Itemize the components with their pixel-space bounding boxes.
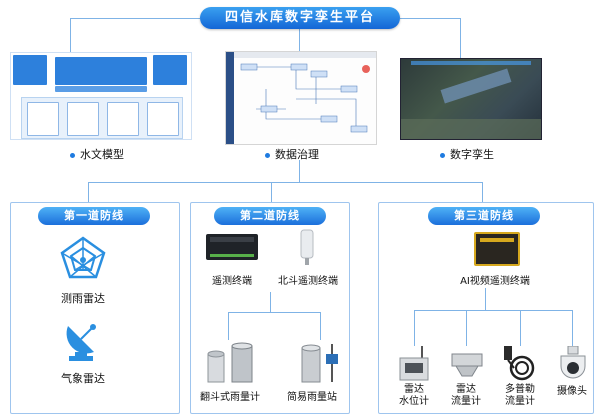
bullet-dot [70, 152, 75, 158]
digital-twin-image [400, 58, 542, 140]
telemetry-terminal-label: 遥测终端 [212, 276, 252, 287]
platform-title: 四信水库数字孪生平台 [200, 7, 400, 29]
weather-radar-label: 气象雷达 [61, 372, 105, 385]
data-governance-caption: 数据治理 [265, 146, 319, 162]
hydrology-model-caption: 水文模型 [70, 146, 124, 162]
camera-image [558, 345, 588, 386]
weather-radar-icon [62, 320, 104, 368]
beidou-terminal-label: 北斗遥测终端 [278, 276, 338, 287]
beidou-terminal-image [295, 228, 319, 270]
telemetry-terminal-image [206, 234, 258, 260]
rain-radar-icon [58, 235, 108, 285]
bullet-dot [440, 152, 445, 158]
ai-video-terminal-image [474, 232, 520, 266]
hydrology-model-image [10, 52, 192, 140]
digital-twin-caption: 数字孪生 [440, 146, 494, 162]
radar-flow-meter-label: 雷达 流量计 [451, 384, 481, 407]
first-defense-panel [10, 202, 180, 414]
radar-water-level-label: 雷达 水位计 [399, 384, 429, 407]
bullet-dot [265, 152, 270, 158]
camera-label: 摄像头 [557, 386, 587, 397]
radar-water-level-image [396, 346, 432, 386]
tipping-bucket-gauge-label: 翻斗式雨量计 [200, 392, 260, 403]
data-governance-image [225, 51, 377, 145]
radar-flow-meter-image [450, 348, 484, 384]
ai-video-terminal-label: AI视频遥测终端 [460, 276, 530, 287]
second-defense-title: 第二道防线 [214, 207, 326, 225]
rain-radar-label: 测雨雷达 [61, 292, 105, 305]
tipping-bucket-gauge-image [204, 342, 256, 388]
first-defense-title: 第一道防线 [38, 207, 150, 225]
third-defense-title: 第三道防线 [428, 207, 540, 225]
simple-rain-station-image [296, 340, 344, 388]
simple-rain-station-label: 简易雨量站 [287, 392, 337, 403]
doppler-flow-meter-label: 多普勒 流量计 [505, 384, 535, 407]
doppler-flow-meter-image [502, 344, 536, 386]
